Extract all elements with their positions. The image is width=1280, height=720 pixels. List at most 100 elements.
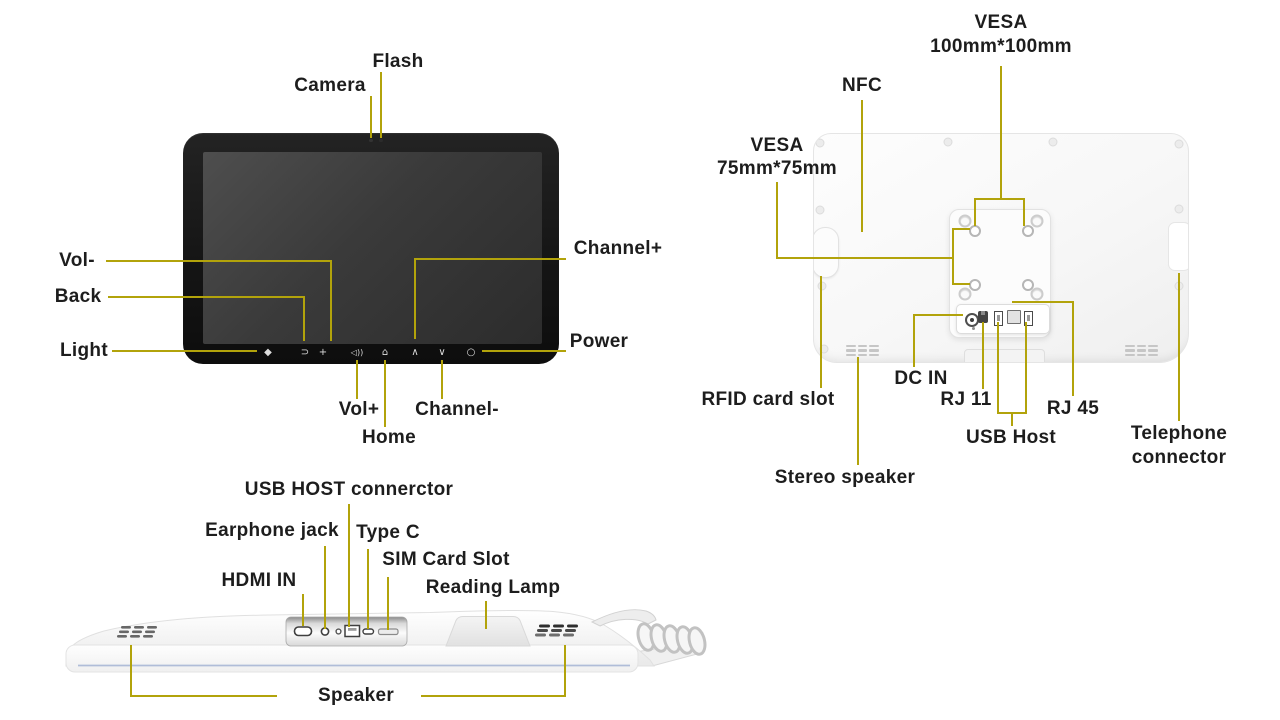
volume-icon: ◁)) [350, 348, 364, 357]
vesa-hole-75 [969, 279, 981, 291]
vesa-hole-100 [1030, 214, 1044, 228]
label-type-c: Type C [356, 522, 420, 544]
leader-line-reading-lamp [485, 601, 487, 629]
label-stereo-speaker: Stereo speaker [774, 467, 916, 489]
label-vesa-75: 75mm*75mm [717, 158, 837, 180]
label-flash: Flash [372, 51, 424, 73]
leader-line-vol-minus [106, 260, 332, 262]
reading-lamp-bump [445, 616, 531, 647]
vesa-hole-100 [1030, 287, 1044, 301]
label-back: Back [54, 286, 102, 308]
label-camera: Camera [294, 75, 366, 97]
leader-line-vesa75 [952, 283, 970, 285]
leader-line-nfc [861, 100, 863, 232]
mic-hole [335, 628, 342, 635]
label-channel-minus: Channel- [415, 399, 499, 421]
vesa-hole-100 [958, 287, 972, 301]
camera-dot [369, 139, 373, 142]
leader-line-power [482, 350, 566, 352]
telephone-connector-slot [1168, 222, 1188, 271]
leader-line-vol-minus [330, 260, 332, 341]
leader-line-speaker [130, 645, 132, 697]
reset-pinhole [972, 327, 975, 330]
leader-line-sim-card-slot [387, 577, 389, 630]
usb-host-port [344, 624, 361, 638]
label-rj11: RJ 11 [940, 389, 992, 411]
home-icon: ⌂ [381, 347, 389, 358]
leader-line-usb-host [1025, 322, 1027, 414]
leader-line-camera [370, 96, 372, 138]
label-vesa-100: VESA [974, 12, 1028, 34]
label-vesa-75: VESA [750, 135, 804, 157]
speaker-grille-right [535, 624, 578, 637]
label-nfc: NFC [842, 75, 882, 97]
leader-line-flash [380, 72, 382, 138]
vesa-hole-75 [1022, 279, 1034, 291]
brightness-icon: + [318, 347, 328, 358]
rfid-card-slot [814, 227, 839, 278]
label-usb-host-connector: USB HOST connerctor [244, 479, 454, 501]
label-usb-host: USB Host [965, 427, 1057, 449]
leader-line-home [384, 360, 386, 427]
leader-line-vesa75 [776, 257, 953, 259]
label-hdmi-in: HDMI IN [221, 570, 297, 592]
rj45-port [1007, 310, 1021, 324]
label-earphone-jack: Earphone jack [205, 520, 339, 542]
leader-line-rj11 [982, 322, 984, 389]
screw-hole [1174, 204, 1184, 214]
tablet-screen [203, 152, 542, 344]
leader-line-speaker [564, 645, 566, 697]
label-vol-minus: Vol- [59, 250, 95, 272]
rj11-port [978, 311, 988, 323]
label-vol-plus: Vol+ [338, 399, 380, 421]
label-rfid-card-slot: RFID card slot [701, 389, 835, 411]
tablet-front-view [183, 133, 559, 364]
usb-host-port [1024, 311, 1033, 326]
leader-line-speaker [421, 695, 565, 697]
label-sim-card-slot: SIM Card Slot [382, 549, 510, 571]
vesa-hole-75 [1022, 225, 1034, 237]
leader-line-rj45 [1072, 301, 1074, 396]
leader-line-usb-host [1011, 412, 1013, 426]
label-dc-in: DC IN [894, 368, 948, 390]
label-telephone-connector: Telephone [1130, 423, 1228, 445]
leader-line-earphone-jack [324, 546, 326, 629]
leader-line-telephone [1178, 273, 1180, 421]
tablet-bottom-view [65, 609, 707, 673]
leader-line-vesa75 [776, 182, 778, 259]
speaker-grille-left [117, 626, 157, 638]
channel-up-icon: ∧ [411, 347, 419, 358]
screw-hole [1048, 137, 1058, 147]
flash-led-dot [379, 139, 383, 142]
type-c-port [362, 628, 375, 635]
label-channel-plus: Channel+ [573, 238, 663, 260]
leader-line-channel-plus [414, 258, 416, 339]
screw-hole [817, 281, 827, 291]
leader-line-rj45 [1012, 301, 1074, 303]
leader-line-dc-in [913, 314, 915, 367]
screw-hole [815, 205, 825, 215]
vesa-hole-100 [958, 214, 972, 228]
label-home: Home [362, 427, 416, 449]
leader-line-back [303, 296, 305, 341]
label-reading-lamp: Reading Lamp [425, 577, 561, 599]
leader-line-usb-host-connector [348, 504, 350, 627]
leader-line-vesa75 [952, 228, 954, 285]
vesa-hole-75 [969, 225, 981, 237]
leader-line-back [108, 296, 304, 298]
leader-line-light [112, 350, 257, 352]
screw-hole [943, 137, 953, 147]
label-telephone-connector: connector [1131, 447, 1227, 469]
stereo-speaker-grille-left [846, 345, 879, 356]
label-light: Light [60, 340, 108, 362]
hdmi-in-port [293, 626, 313, 637]
screw-hole [815, 138, 825, 148]
channel-down-icon: ∨ [438, 347, 446, 358]
leader-line-type-c [367, 549, 369, 629]
leader-line-usb-host [997, 322, 999, 414]
usb-host-port-tongue [348, 628, 357, 631]
leader-line-rfid [820, 276, 822, 388]
leader-line-vesa75 [952, 228, 970, 230]
coiled-cord [636, 622, 707, 656]
